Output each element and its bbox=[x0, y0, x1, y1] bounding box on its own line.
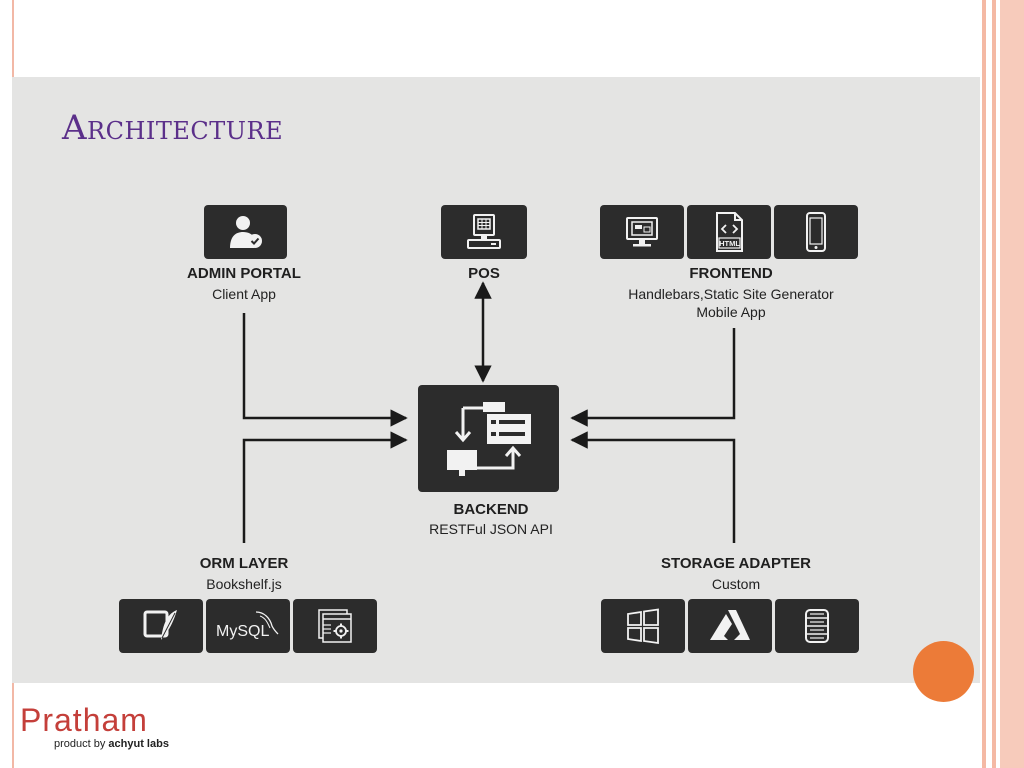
user-check-icon bbox=[229, 216, 262, 248]
orm-tile-settings bbox=[293, 599, 377, 653]
arrow-orm-to-backend bbox=[242, 431, 408, 543]
slide-title: Architecture bbox=[62, 108, 284, 148]
desktop-icon bbox=[626, 217, 658, 247]
accent-circle bbox=[913, 641, 974, 702]
brand-tagline: product by achyut labs bbox=[54, 738, 169, 750]
admin-portal-tile bbox=[204, 205, 287, 259]
admin-portal-name: ADMIN PORTAL bbox=[187, 265, 301, 282]
azure-icon bbox=[710, 610, 750, 640]
svg-text:HTML: HTML bbox=[719, 239, 740, 248]
mobile-phone-icon bbox=[806, 212, 826, 252]
storage-server-icon bbox=[805, 609, 829, 643]
pos-terminal-icon bbox=[467, 214, 501, 249]
storage-name: STORAGE ADAPTER bbox=[660, 555, 811, 572]
pos-name: POS bbox=[468, 265, 500, 282]
bookshelf-icon bbox=[143, 610, 177, 640]
storage-tile-server bbox=[775, 599, 859, 653]
html-file-icon: HTML bbox=[716, 212, 743, 252]
frontend-sub-1: Handlebars,Static Site Generator bbox=[628, 286, 834, 302]
storage-tile-azure bbox=[688, 599, 772, 653]
svg-text:MySQL: MySQL bbox=[216, 623, 269, 640]
frontend-tile-desktop bbox=[600, 205, 684, 259]
backend-name: BACKEND bbox=[453, 501, 529, 518]
content-panel bbox=[12, 77, 980, 683]
frontend-tile-mobile bbox=[774, 205, 858, 259]
tagline-company: achyut labs bbox=[108, 738, 169, 750]
orm-sub: Bookshelf.js bbox=[206, 576, 282, 592]
storage-tile-windows bbox=[601, 599, 685, 653]
brand-logo: Pratham bbox=[20, 702, 148, 738]
windows-icon bbox=[627, 608, 659, 645]
pos-tile bbox=[441, 205, 527, 259]
settings-window-icon bbox=[318, 609, 352, 643]
frontend-sub-2: Mobile App bbox=[696, 304, 766, 320]
orm-tile-mysql: MySQL bbox=[206, 599, 290, 653]
orm-name: ORM LAYER bbox=[199, 555, 289, 572]
arrow-admin-to-backend bbox=[242, 313, 408, 427]
backend-sub: RESTFul JSON API bbox=[429, 521, 553, 537]
frontend-tile-html: HTML bbox=[687, 205, 771, 259]
storage-sub: Custom bbox=[711, 576, 761, 592]
arrow-frontend-to-backend bbox=[570, 328, 736, 427]
mysql-icon: MySQL bbox=[216, 611, 279, 640]
frontend-name: FRONTEND bbox=[689, 265, 773, 282]
admin-portal-sub: Client App bbox=[212, 286, 276, 302]
server-flow-icon bbox=[446, 401, 531, 476]
arrow-storage-to-backend bbox=[570, 431, 736, 543]
orm-tile-bookshelf bbox=[119, 599, 203, 653]
backend-tile bbox=[418, 385, 559, 492]
right-border bbox=[982, 0, 1024, 768]
tagline-prefix: product by bbox=[54, 738, 109, 750]
